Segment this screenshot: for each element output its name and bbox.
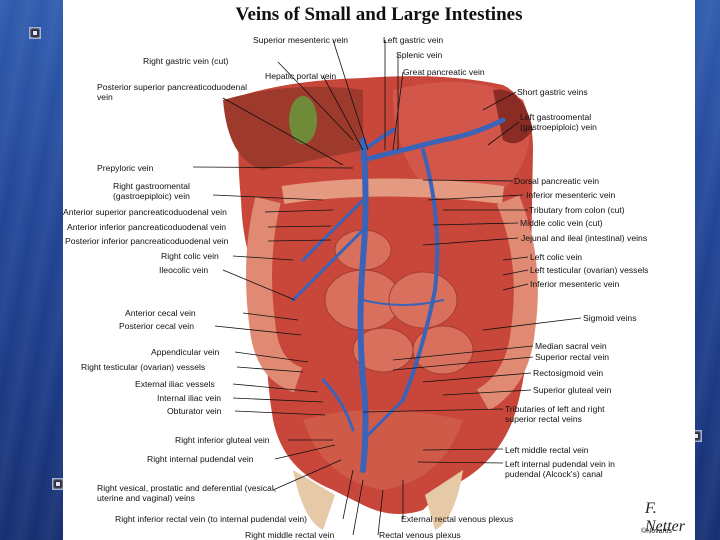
label-right-inferior-gluteal-vein: Right inferior gluteal vein <box>175 435 270 445</box>
label-right-middle-rectal-vein: Right middle rectal vein <box>245 530 335 540</box>
slide-panel: Veins of Small and Large Intestines <box>63 0 695 540</box>
label-sigmoid-veins: Sigmoid veins <box>583 313 637 323</box>
label-left-internal-pudendal-vein: Left internal pudendal vein in pudendal … <box>505 459 615 479</box>
label-left-gastroomental-vein: Left gastroomental (gastroepiploic) vein <box>520 112 597 132</box>
label-left-testicular-vessels: Left testicular (ovarian) vessels <box>530 265 649 275</box>
label-internal-iliac-vein: Internal iliac vein <box>157 393 222 403</box>
label-posterior-superior-pancreaticoduodenal-vein: Posterior superior pancreaticoduodenal v… <box>97 82 248 102</box>
label-prepyloric-vein: Prepyloric vein <box>97 163 154 173</box>
label-jejunal-ileal-veins: Jejunal and ileal (intestinal) veins <box>521 233 648 243</box>
label-right-colic-vein: Right colic vein <box>161 251 219 261</box>
copyright-credit: ©Novartis <box>641 528 672 535</box>
label-right-gastric-vein: Right gastric vein (cut) <box>143 56 229 66</box>
label-dorsal-pancreatic-vein: Dorsal pancreatic vein <box>514 176 600 186</box>
label-superior-rectal-vein: Superior rectal vein <box>535 352 610 362</box>
label-tributaries-superior-rectal-veins: Tributaries of left and right superior r… <box>505 404 605 424</box>
label-left-colic-vein: Left colic vein <box>530 252 583 262</box>
label-anterior-inferior-pancreaticoduodenal-vein: Anterior inferior pancreaticoduodenal ve… <box>67 222 227 232</box>
label-rectal-venous-plexus: Rectal venous plexus <box>379 530 461 540</box>
label-superior-mesenteric-vein: Superior mesenteric vein <box>253 35 349 45</box>
label-tributary-from-colon: Tributary from colon (cut) <box>529 205 625 215</box>
slide-title: Veins of Small and Large Intestines <box>235 4 523 25</box>
label-inferior-mesenteric-vein-upper: Inferior mesenteric vein <box>526 190 616 200</box>
label-right-internal-pudendal-vein: Right internal pudendal vein <box>147 454 254 464</box>
label-obturator-vein: Obturator vein <box>167 406 222 416</box>
label-external-iliac-vessels: External iliac vessels <box>135 379 215 389</box>
bullet-icon <box>29 27 41 39</box>
label-posterior-cecal-vein: Posterior cecal vein <box>119 321 194 331</box>
label-superior-gluteal-vein: Superior gluteal vein <box>533 385 612 395</box>
label-external-rectal-venous-plexus: External rectal venous plexus <box>401 514 514 524</box>
label-hepatic-portal-vein: Hepatic portal vein <box>265 71 337 81</box>
label-right-testicular-vessels: Right testicular (ovarian) vessels <box>81 362 206 372</box>
label-inferior-mesenteric-vein-lower: Inferior mesenteric vein <box>530 279 620 289</box>
label-right-vesical-prostatic-veins: Right vesical, prostatic and deferential… <box>97 483 277 503</box>
label-rectosigmoid-vein: Rectosigmoid vein <box>533 368 604 378</box>
label-left-gastric-vein: Left gastric vein <box>383 35 444 45</box>
label-splenic-vein: Splenic vein <box>396 50 443 60</box>
artist-signature: F. Netter <box>645 500 685 535</box>
label-median-sacral-vein: Median sacral vein <box>535 341 607 351</box>
label-posterior-inferior-pancreaticoduodenal-vein: Posterior inferior pancreaticoduodenal v… <box>65 236 229 246</box>
label-left-middle-rectal-vein: Left middle rectal vein <box>505 445 589 455</box>
label-right-gastroomental-vein: Right gastroomental (gastroepiploic) vei… <box>113 181 190 201</box>
bullet-icon <box>52 478 64 490</box>
label-anterior-cecal-vein: Anterior cecal vein <box>125 308 196 318</box>
label-ileocolic-vein: Ileocolic vein <box>159 265 209 275</box>
anatomy-illustration <box>192 39 582 536</box>
label-appendicular-vein: Appendicular vein <box>151 347 220 357</box>
label-great-pancreatic-vein: Great pancreatic vein <box>403 67 485 77</box>
label-right-inferior-rectal-vein: Right inferior rectal vein (to internal … <box>115 514 308 524</box>
label-middle-colic-vein: Middle colic vein (cut) <box>520 218 603 228</box>
label-short-gastric-veins: Short gastric veins <box>517 87 588 97</box>
label-anterior-superior-pancreaticoduodenal-vein: Anterior superior pancreaticoduodenal ve… <box>63 207 227 217</box>
